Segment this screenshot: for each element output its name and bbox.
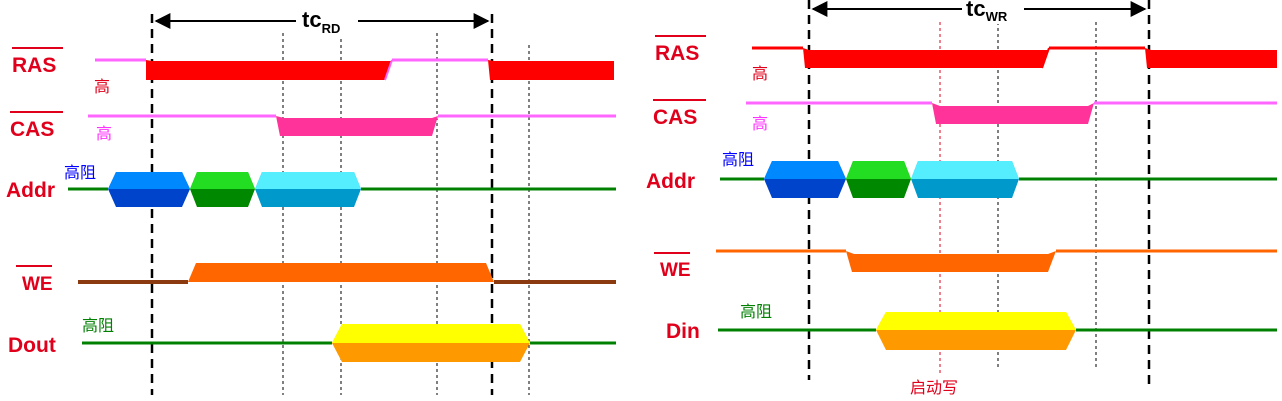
write-cas-high-note: 高	[752, 114, 768, 133]
read-cas-label: CAS	[10, 118, 54, 141]
read-cycle-panel: tcRD RAS CAS Addr WE Dout 高 高 高阻 高阻	[6, 6, 616, 395]
write-cycle-panel: tcWR RAS CAS Addr WE Din 高 高 高阻 高阻 启动写	[646, 0, 1277, 397]
write-data-hiz-note: 高阻	[740, 302, 772, 321]
write-start-note: 启动写	[910, 378, 958, 397]
read-ras-label: RAS	[12, 54, 56, 77]
write-ras-label: RAS	[655, 42, 699, 65]
read-addr-label: Addr	[6, 179, 55, 202]
write-addr-waveform	[720, 161, 1277, 198]
write-we-label: WE	[660, 260, 691, 281]
read-addr-hiz-note: 高阻	[64, 163, 96, 182]
read-dout-label: Dout	[8, 334, 56, 357]
write-ras-high-note: 高	[752, 64, 768, 83]
read-ras-high-note: 高	[94, 77, 110, 96]
write-cas-waveform	[746, 101, 1277, 124]
write-din-label: Din	[666, 320, 700, 343]
write-we-waveform	[716, 249, 1277, 272]
write-addr-hiz-note: 高阻	[722, 150, 754, 169]
read-cas-high-note: 高	[96, 124, 112, 143]
read-dout-waveform	[82, 324, 616, 362]
read-cycle-time-label: tcRD	[302, 7, 340, 36]
write-ras-waveform	[752, 46, 1277, 69]
read-cas-waveform	[88, 114, 616, 136]
read-data-hiz-note: 高阻	[82, 316, 114, 335]
write-cas-label: CAS	[653, 106, 697, 129]
write-din-waveform	[718, 312, 1277, 350]
read-ras-waveform	[95, 58, 614, 81]
read-we-label: WE	[22, 274, 53, 295]
read-addr-waveform	[68, 172, 616, 207]
write-cycle-time-label: tcWR	[966, 0, 1008, 24]
write-addr-label: Addr	[646, 170, 695, 193]
read-we-waveform	[78, 263, 616, 284]
